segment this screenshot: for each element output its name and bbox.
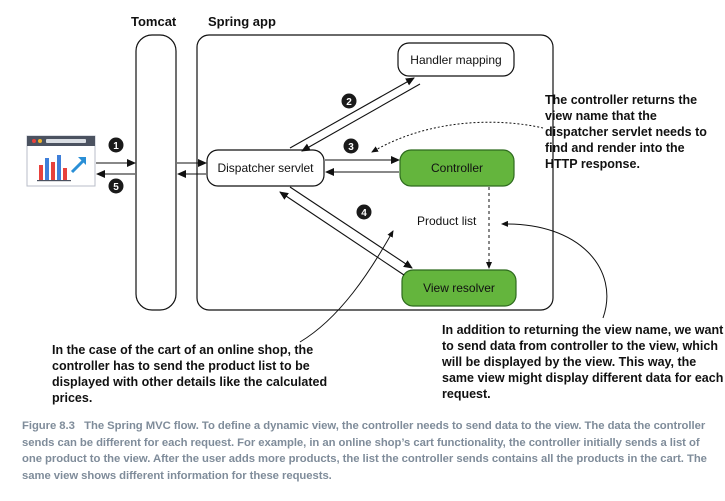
step-badge-2 [341, 93, 357, 109]
note-cart-example: In the case of the cart of an online sho… [52, 343, 328, 405]
step-number-4: 4 [361, 208, 367, 219]
product-list-label: Product list [417, 214, 477, 228]
step-number-3: 3 [348, 142, 354, 153]
step-badge-5 [108, 178, 124, 194]
step-number-2: 2 [346, 97, 352, 108]
note-send-data: In addition to returning the view name, … [442, 323, 724, 401]
tomcat-container [135, 34, 177, 311]
view-resolver-box [401, 269, 517, 307]
controller-box [399, 149, 515, 187]
arrow-view-resolver-to-dispatcher [279, 191, 405, 276]
callout-controller-returns [371, 121, 544, 153]
step-badge-1 [108, 137, 124, 153]
handler-mapping-label: Handler mapping [410, 53, 501, 67]
arrow-dispatcher-to-handler [289, 77, 415, 149]
figure-caption-label: Figure 8.3 [22, 420, 75, 432]
callout-send-data [501, 220, 608, 319]
callout-cart-example [299, 230, 394, 343]
arrow-dispatcher-to-view-resolver [289, 186, 413, 269]
step-badge-3 [343, 138, 359, 154]
dispatcher-servlet-label: Dispatcher servlet [217, 161, 314, 175]
browser-window-icon [26, 135, 96, 187]
view-resolver-label: View resolver [423, 281, 495, 295]
note-controller-returns: The controller returns the view name tha… [545, 93, 707, 171]
step-badge-4 [356, 204, 372, 220]
spring-app-title: Spring app [208, 14, 276, 29]
handler-mapping-box [397, 42, 515, 77]
step-number-1: 1 [113, 141, 119, 152]
figure-caption-text: The Spring MVC flow. To define a dynamic… [22, 420, 707, 482]
tomcat-title: Tomcat [131, 14, 177, 29]
step-number-5: 5 [113, 182, 119, 193]
controller-label: Controller [431, 161, 483, 175]
arrow-handler-to-dispatcher [301, 83, 421, 152]
dispatcher-servlet-box [206, 149, 325, 187]
figure-caption: Figure 8.3 The Spring MVC flow. To defin… [22, 418, 722, 484]
